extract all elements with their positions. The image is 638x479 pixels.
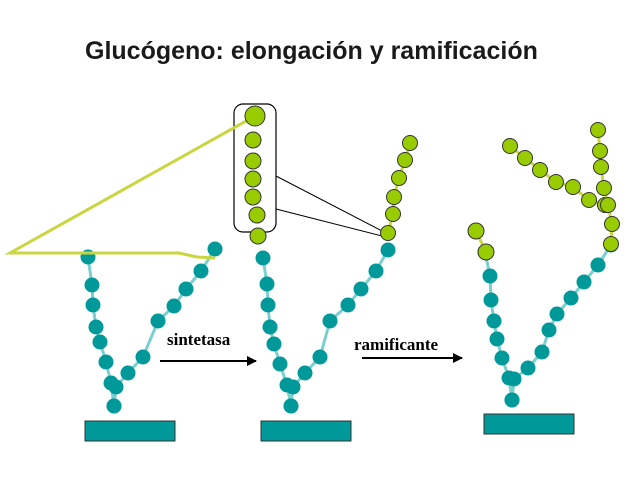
zoom-callout-line [275, 208, 387, 238]
glucose-unit [504, 392, 520, 408]
glucose-unit [262, 319, 278, 335]
core-protein-3 [483, 413, 575, 435]
glucose-chains [4, 105, 620, 414]
glucose-unit [106, 398, 122, 414]
glucose-unit-new [244, 131, 262, 149]
glucose-unit [84, 277, 100, 293]
glucose-unit [494, 350, 510, 366]
glucose-unit [563, 290, 579, 306]
glucose-unit [549, 306, 565, 322]
glucose-unit [98, 354, 114, 370]
glucose-unit [489, 331, 505, 347]
glucose-unit-new [386, 189, 402, 205]
glucose-unit-new [604, 216, 620, 232]
core-protein-1 [84, 420, 176, 442]
glucose-unit-new [477, 243, 495, 261]
glucose-unit [266, 336, 282, 352]
glucose-unit [108, 379, 124, 395]
glucose-unit-new [592, 143, 608, 159]
glucose-unit-new [244, 105, 266, 127]
glucose-unit [85, 297, 101, 313]
glucose-unit [260, 297, 276, 313]
glucose-unit [283, 398, 299, 414]
glucose-unit [259, 276, 275, 292]
glucose-unit [312, 349, 328, 365]
glucose-unit [285, 379, 301, 395]
glucose-unit-new [244, 188, 262, 206]
glucose-unit [541, 322, 557, 338]
glucose-unit-new [596, 180, 612, 196]
glucose-unit-new [502, 138, 518, 154]
synthase-label: sintetasa [167, 330, 231, 349]
glucose-unit [380, 242, 396, 258]
glucose-unit-new [244, 170, 262, 188]
glucose-unit-new [532, 162, 548, 178]
glucose-unit-new [593, 159, 609, 175]
glucose-unit-new [590, 122, 606, 138]
glucose-unit [120, 365, 136, 381]
glucose-unit [92, 334, 108, 350]
chain-3-right-link [510, 244, 613, 401]
glucose-unit-new [244, 152, 262, 170]
glucose-unit [483, 292, 499, 308]
zoom-callout-line [275, 175, 387, 234]
glucose-unit-new [391, 170, 407, 186]
glucose-unit [193, 263, 209, 279]
glucose-unit-new [565, 179, 581, 195]
chain-2-zoom-link [4, 114, 256, 260]
glucose-unit [178, 281, 194, 297]
glucose-unit [150, 313, 166, 329]
glucose-unit [207, 241, 223, 257]
glucose-unit-new [385, 206, 401, 222]
glucose-unit [368, 263, 384, 279]
glucose-unit [576, 274, 592, 290]
glucose-unit [506, 371, 522, 387]
glucose-unit [166, 298, 182, 314]
glucose-unit-new [600, 197, 616, 213]
glucose-unit [482, 268, 498, 284]
glucose-unit-new [402, 135, 418, 151]
glucose-unit-new [248, 206, 266, 224]
glucose-unit [88, 319, 104, 335]
glucose-unit [520, 360, 536, 376]
diagram-title: Glucógeno: elongación y ramificación [85, 37, 538, 65]
glucose-unit-new [249, 227, 267, 245]
core-protein-2 [260, 420, 352, 442]
glucose-unit-new [380, 225, 396, 241]
glucose-unit [255, 250, 271, 266]
glucose-unit [322, 313, 338, 329]
glucose-unit-new [517, 150, 533, 166]
glucose-unit [534, 344, 550, 360]
glucose-unit [353, 281, 369, 297]
glucose-unit-new [603, 236, 619, 252]
glucose-unit-new [397, 152, 413, 168]
glucose-unit [135, 349, 151, 365]
glucose-unit-new [581, 192, 597, 208]
glucose-unit [486, 313, 502, 329]
glucose-unit-new [548, 174, 564, 190]
glucose-unit-new [467, 222, 485, 240]
glucose-unit [340, 297, 356, 313]
glucose-unit [590, 257, 606, 273]
branching-enzyme-label: ramificante [354, 335, 438, 354]
glucose-unit [297, 365, 313, 381]
glucose-unit [272, 356, 288, 372]
